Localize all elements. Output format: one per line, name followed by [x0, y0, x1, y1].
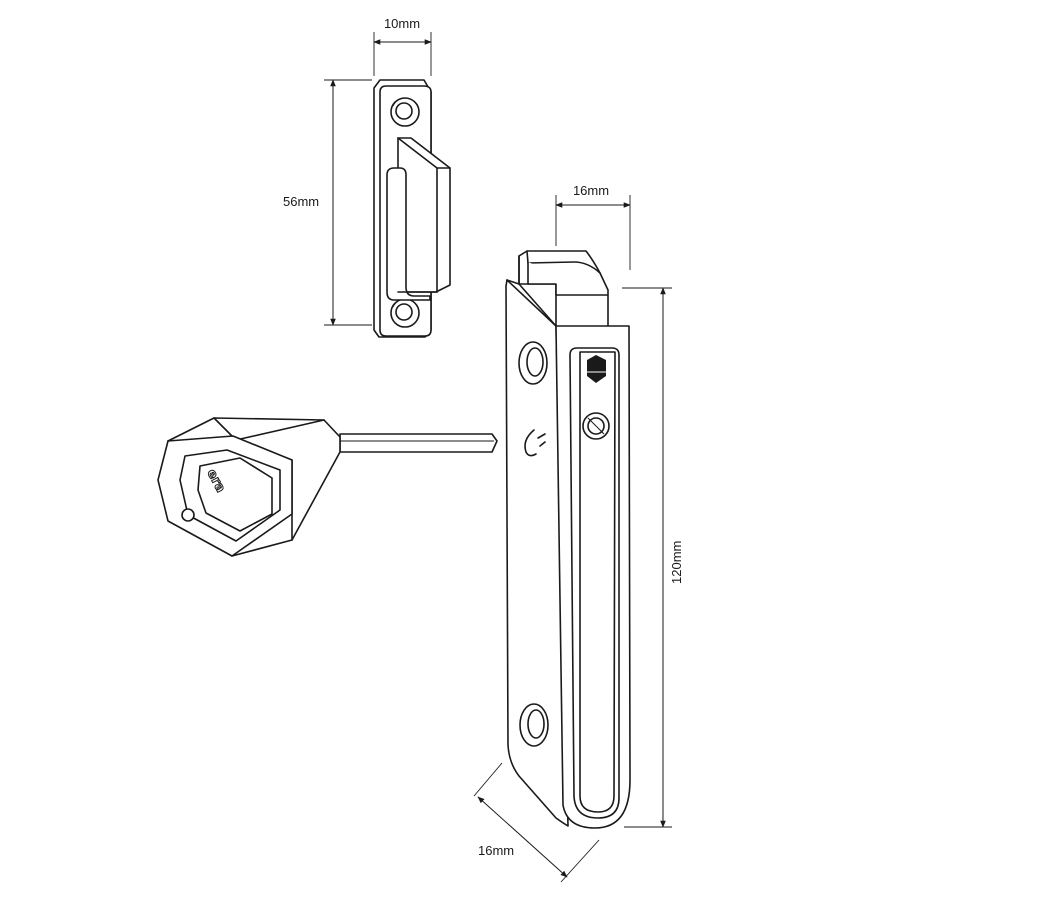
body-depth-label: 16mm [478, 843, 514, 858]
keep-width-dimension: 10mm [373, 16, 432, 76]
unlock-direction-icon [524, 429, 546, 457]
keep-height-dimension: 56mm [283, 79, 372, 326]
lock-body [505, 250, 631, 829]
key-blade [339, 433, 498, 453]
keep-plate [373, 79, 451, 338]
body-depth-dimension: 16mm [473, 762, 600, 883]
lock-side-bottom-hole [519, 703, 549, 747]
era-logo-badge [587, 355, 606, 383]
keep-top-screw-hole [390, 97, 420, 127]
bolt-width-label: 16mm [573, 183, 609, 198]
key-cylinder-screw [582, 412, 610, 440]
keep-receiver [386, 137, 451, 301]
lock-side-top-hole [518, 341, 548, 385]
key: era [157, 417, 498, 557]
body-height-label: 120mm [669, 541, 684, 584]
keep-width-label: 10mm [384, 16, 420, 31]
body-height-dimension: 120mm [622, 287, 684, 828]
bolt-width-dimension: 16mm [555, 183, 631, 270]
keep-height-label: 56mm [283, 194, 319, 209]
lock-front-channel [569, 347, 620, 819]
keep-bottom-screw-hole [390, 298, 420, 328]
